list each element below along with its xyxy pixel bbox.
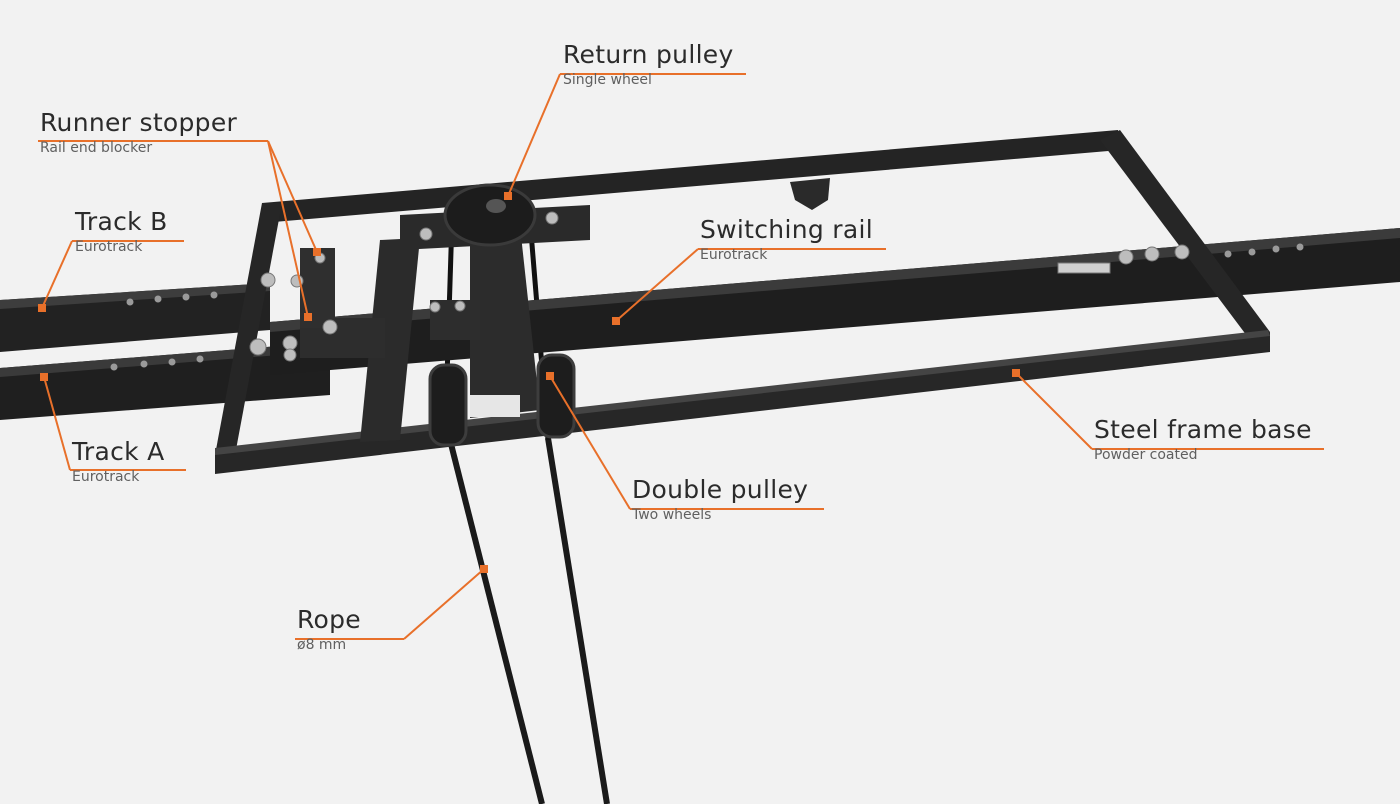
return-pulley-title: Return pulley <box>563 40 734 69</box>
return-pulley-leader <box>507 73 561 197</box>
return-pulley-marker <box>504 192 512 200</box>
switching-rail-title: Switching rail <box>700 215 873 244</box>
double-pulley-title: Double pulley <box>632 475 809 504</box>
track-b-rail-top <box>0 283 270 309</box>
rope-marker <box>480 565 488 573</box>
switching-rail-subtitle: Eurotrack <box>700 247 768 263</box>
frame-front <box>215 332 1270 474</box>
return-pulley-label: Return pulley Single wheel <box>563 40 734 89</box>
steel-frame-base-title: Steel frame base <box>1094 415 1312 444</box>
return-pulley-wheel <box>443 183 537 247</box>
frame-right <box>1100 130 1270 340</box>
frame-front-top <box>215 330 1270 455</box>
steel-frame-base-subtitle: Powder coated <box>1094 447 1198 463</box>
track-b-subtitle: Eurotrack <box>75 239 143 255</box>
switching-rail-leader <box>615 248 699 322</box>
frame-mount-tab <box>790 178 830 210</box>
runner-stopper-title: Runner stopper <box>40 108 238 137</box>
runner-stopper-leader-2 <box>267 140 309 318</box>
track-a-leader <box>43 376 71 471</box>
return-pulley-subtitle: Single wheel <box>563 72 652 88</box>
rope-right <box>545 437 610 804</box>
switching-rail-top <box>270 228 1400 332</box>
track-b-marker <box>38 304 46 312</box>
rope-subtitle: ø8 mm <box>297 637 347 653</box>
runner-stopper-leader <box>267 140 318 253</box>
frame-left <box>215 203 282 455</box>
rope-left <box>447 439 545 804</box>
double-pulley-marker <box>546 372 554 380</box>
runner-stopper-marker <box>313 248 321 256</box>
double-pulley-label: Double pulley Two wheels <box>632 475 808 524</box>
carriage-arm <box>470 226 540 418</box>
leader-lines <box>38 73 1324 640</box>
runner-stopper-subtitle: Rail end blocker <box>40 140 153 156</box>
track-b-title: Track B <box>75 207 168 236</box>
track-b-label: Track B Eurotrack <box>75 207 168 256</box>
return-pulley-hub <box>486 199 506 213</box>
steel-frame-base-marker <box>1012 369 1020 377</box>
track-a-title: Track A <box>72 437 165 466</box>
rope-title: Rope <box>297 605 361 634</box>
double-pulley-right <box>536 353 576 439</box>
switching-rail-marker <box>612 317 620 325</box>
track-b-leader <box>41 240 73 309</box>
switching-rail-label: Switching rail Eurotrack <box>700 215 873 264</box>
runner-stopper-marker-2 <box>304 313 312 321</box>
double-pulley-leader <box>549 375 631 510</box>
rails <box>0 228 1400 420</box>
rope-leader <box>403 568 485 640</box>
rope-label: Rope ø8 mm <box>297 605 361 654</box>
track-a-label: Track A Eurotrack <box>72 437 165 486</box>
frame-back <box>262 130 1120 223</box>
steel-frame-base-leader <box>1015 372 1093 450</box>
steel-frame-base-label: Steel frame base Powder coated <box>1094 415 1312 464</box>
switching-rail <box>270 228 1400 375</box>
double-pulley-left <box>428 363 468 447</box>
runner-stopper-label: Runner stopper Rail end blocker <box>40 108 237 157</box>
pulley-clips <box>470 395 520 417</box>
frame-cross-member <box>360 238 420 442</box>
double-pulley-subtitle: Two wheels <box>632 507 712 523</box>
track-a-subtitle: Eurotrack <box>72 469 140 485</box>
track-a-marker <box>40 373 48 381</box>
